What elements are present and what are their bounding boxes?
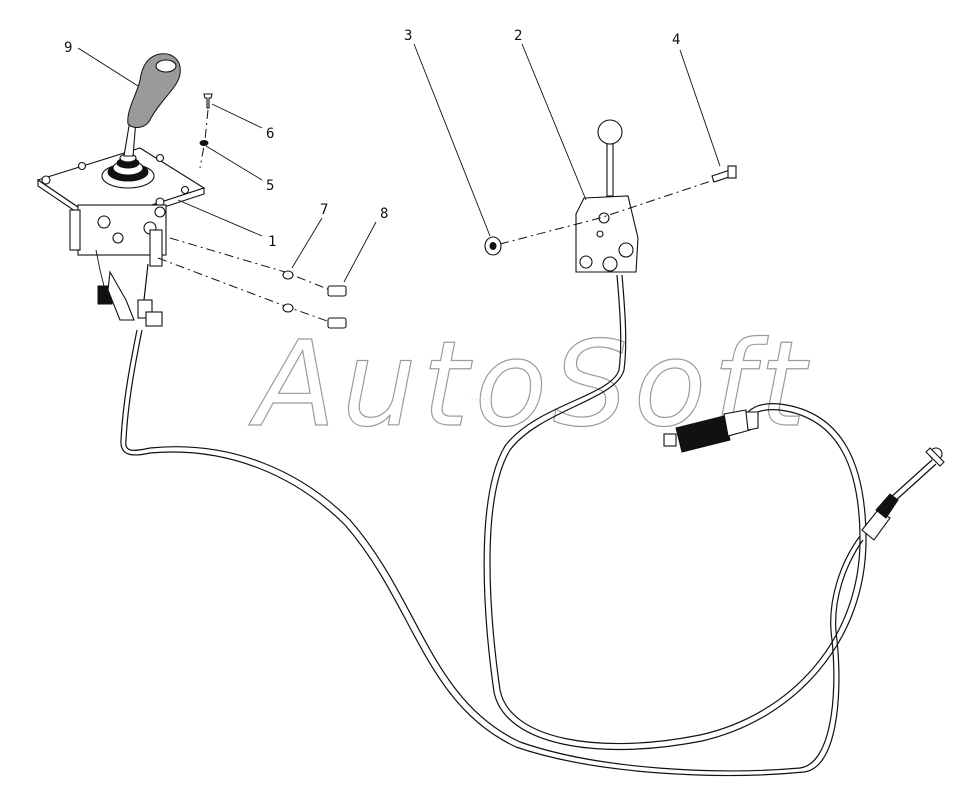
- leader-1: [177, 199, 263, 237]
- washer-7-b: [282, 303, 294, 313]
- callout-6: 6: [266, 126, 274, 142]
- body-fitting: [154, 206, 166, 218]
- leader-9: [77, 47, 139, 87]
- washer-7: [282, 270, 294, 280]
- shift-cable-left-outer: [125, 329, 861, 772]
- hardware-7-8: [157, 237, 347, 329]
- callout-labels: 9 6 5 1 7 8 3 2 4: [64, 28, 680, 250]
- callout-5: 5: [266, 178, 274, 194]
- bellows-end-eye: [663, 433, 677, 447]
- pivot-axis: [499, 177, 721, 245]
- callout-3: 3: [404, 28, 412, 44]
- throttle-cable-outer: [489, 274, 861, 745]
- plate-bolt: [155, 153, 165, 163]
- plate-bolt: [180, 185, 190, 195]
- hand-lever-assembly: [575, 119, 639, 273]
- hardware-axis-top: [169, 237, 331, 291]
- screw-8: [327, 285, 347, 297]
- body-fitting: [97, 215, 111, 229]
- callout-4: 4: [672, 32, 680, 48]
- leader-lines: [77, 43, 721, 283]
- control-cables: [120, 274, 867, 777]
- rod-end-housing: [861, 509, 891, 541]
- shift-cable-left-inner: [120, 329, 864, 777]
- housing-hole: [596, 230, 604, 238]
- rod-end-shaft: [889, 459, 933, 499]
- leader-4: [679, 49, 721, 167]
- bellows-boot: [675, 415, 731, 453]
- cable-end-rod: [143, 263, 149, 301]
- hardware-axis-5-6: [199, 109, 209, 169]
- rod-end-pin: [925, 447, 945, 467]
- screw-8-b: [327, 317, 347, 329]
- shifter-assembly: [36, 53, 206, 327]
- plate-bolt: [41, 175, 51, 185]
- cable-anchor: [149, 229, 163, 267]
- housing-nut: [618, 242, 634, 258]
- leader-5: [205, 145, 263, 181]
- rod-end-fitting: [861, 447, 945, 541]
- rod-end-shaft-2: [893, 463, 937, 503]
- bolt-4-head: [727, 165, 737, 179]
- hardware-5-6: [199, 93, 213, 169]
- wire-lead: [95, 249, 105, 287]
- lever-ball-knob: [597, 119, 623, 145]
- housing-nut: [602, 256, 618, 272]
- watermark-fine-print: · · · · · · ·: [468, 397, 493, 404]
- lower-bracket: [107, 270, 135, 321]
- body-fitting: [112, 232, 124, 244]
- housing-nut: [579, 255, 593, 269]
- leader-2: [521, 43, 587, 201]
- hardware-axis-bottom: [157, 257, 331, 323]
- screw-6: [203, 93, 213, 109]
- bellows-collar: [745, 411, 759, 431]
- callout-7: 7: [320, 202, 328, 218]
- leader-8: [343, 221, 377, 283]
- rod-end-nut: [875, 493, 899, 519]
- leader-7: [291, 217, 323, 269]
- callout-1: 1: [268, 234, 276, 250]
- throttle-cable-inner: [483, 274, 867, 750]
- leader-3: [413, 43, 491, 237]
- leader-6: [211, 103, 263, 129]
- callout-2: 2: [514, 28, 522, 44]
- hardware-3-4: [484, 165, 737, 256]
- spacer-3-bore: [489, 242, 497, 250]
- grip-button: [155, 59, 177, 73]
- lever-rod: [606, 143, 614, 197]
- cable-lock-nut: [145, 311, 163, 327]
- callout-9: 9: [64, 40, 72, 56]
- callout-8: 8: [380, 206, 388, 222]
- cable-bellows-fitting: [663, 409, 759, 453]
- plate-bolt: [77, 161, 87, 171]
- shifter-side-bracket: [69, 209, 81, 251]
